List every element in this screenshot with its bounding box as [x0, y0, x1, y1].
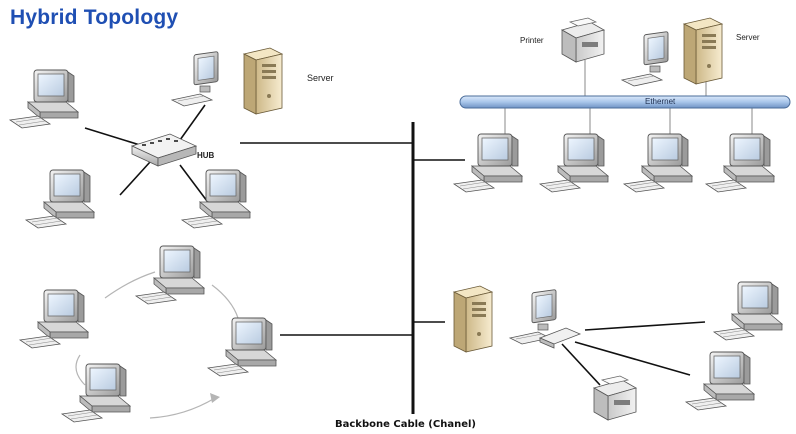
- workstation-icon: [713, 281, 783, 341]
- workstation-icon: [25, 169, 95, 229]
- page-title: Hybrid Topology: [10, 6, 179, 29]
- hub-to-ws-2: [119, 161, 151, 196]
- switch-icon: [538, 327, 582, 349]
- workstation-icon: [621, 31, 669, 87]
- workstation-icon: [453, 133, 523, 193]
- switch-to-ws-b: [574, 341, 691, 376]
- server-icon: [453, 285, 493, 353]
- connection-lines: [84, 104, 706, 414]
- ring-arcs: [75, 271, 239, 419]
- hub-to-ws-1: [84, 127, 141, 146]
- workstation-icon: [623, 133, 693, 193]
- workstation-icon: [9, 69, 79, 129]
- hub-to-server: [179, 104, 206, 141]
- printer-icon: [593, 375, 637, 421]
- hub-icon: [130, 133, 198, 167]
- backbone-label: Backbone Cable (Chanel): [335, 419, 476, 430]
- workstation-icon: [685, 351, 755, 411]
- hub-to-ws-3: [179, 164, 211, 206]
- hub-label: HUB: [197, 151, 215, 160]
- workstation-icon: [19, 289, 89, 349]
- workstation-icon: [207, 317, 277, 377]
- workstation-icon: [61, 363, 131, 423]
- server-icon: [683, 17, 723, 85]
- switch-to-ws-a: [584, 321, 706, 331]
- workstation-icon: [539, 133, 609, 193]
- printer-icon: [561, 17, 605, 63]
- workstation-icon: [181, 169, 251, 229]
- ethernet-bus: [459, 95, 791, 109]
- workstation-icon: [171, 51, 219, 107]
- workstation-icon: [705, 133, 775, 193]
- ethernet-label: Ethernet: [645, 97, 676, 106]
- server-icon: [243, 47, 283, 115]
- switch-to-printer: [561, 343, 601, 386]
- server-label-bus: Server: [736, 33, 760, 42]
- server-label-star: Server: [307, 73, 334, 83]
- printer-label: Printer: [520, 36, 544, 45]
